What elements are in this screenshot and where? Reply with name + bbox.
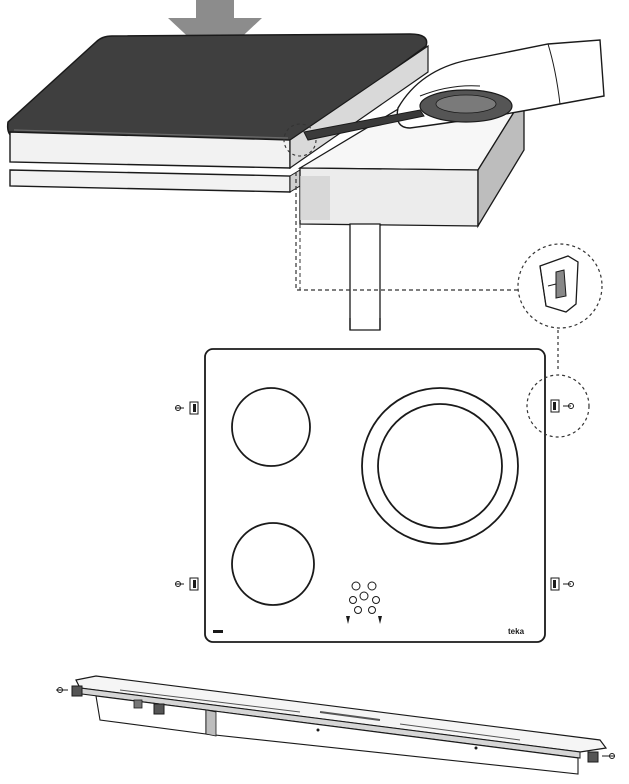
worktop-illustration bbox=[6, 0, 605, 331]
burner-bottom-left bbox=[231, 522, 315, 606]
hob-base-strip bbox=[9, 169, 291, 193]
model-label-mark bbox=[213, 630, 223, 633]
cabinet-post bbox=[349, 223, 381, 331]
profile-clip-inner-2 bbox=[153, 703, 165, 715]
profile-clip-left bbox=[71, 685, 83, 697]
clip-left-bottom bbox=[175, 577, 199, 591]
clip-tool-icon bbox=[303, 89, 513, 141]
brand-mark: teka bbox=[508, 627, 525, 636]
burner-right-inner-ring bbox=[377, 403, 503, 529]
burner-top-left bbox=[231, 387, 311, 467]
clip-right-bottom bbox=[550, 577, 574, 591]
hob-outline bbox=[204, 348, 546, 643]
clip-detail-circle-top bbox=[283, 123, 317, 157]
down-arrow-icon bbox=[168, 0, 262, 62]
clip-detail-circle-right bbox=[526, 374, 590, 438]
hob-side-profile bbox=[56, 675, 615, 775]
profile-clip-right bbox=[587, 751, 599, 763]
clip-right-top bbox=[526, 374, 590, 438]
hob-top-view: teka bbox=[175, 348, 590, 643]
burner-right-outer-ring bbox=[361, 387, 519, 545]
clip-detail-callout bbox=[517, 243, 603, 372]
control-panel bbox=[346, 581, 382, 624]
clip-left-top bbox=[175, 401, 199, 415]
profile-clip-inner-1 bbox=[133, 699, 143, 709]
cutout-dashed-lines bbox=[295, 172, 520, 291]
